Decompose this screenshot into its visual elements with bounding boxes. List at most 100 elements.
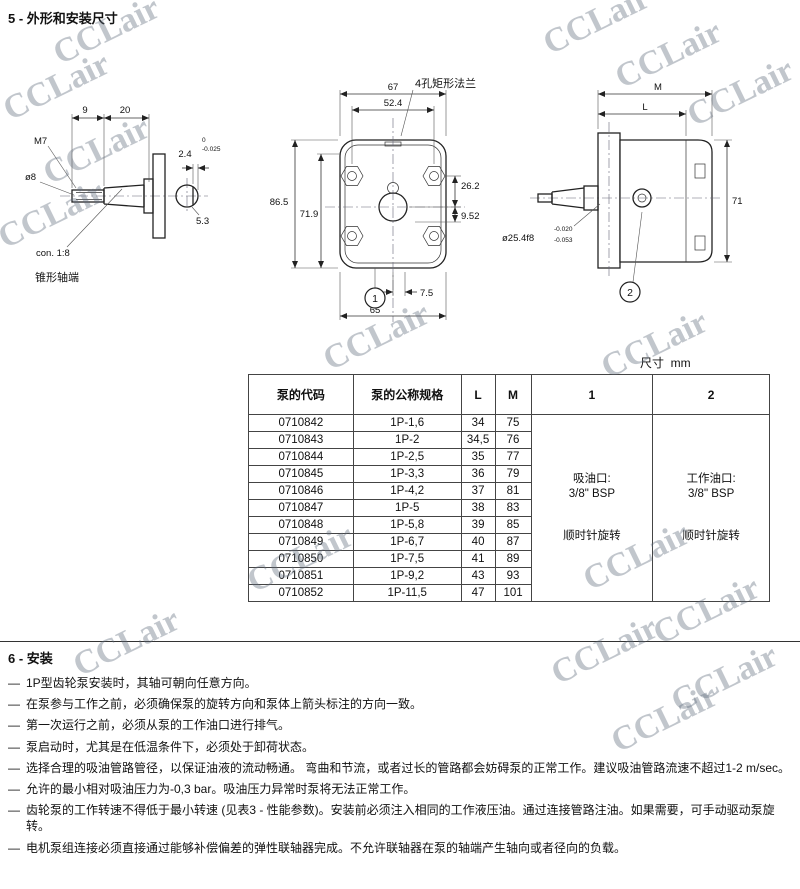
bullet-text: 允许的最小相对吸油压力为-0,3 bar。吸油压力异常时泵将无法正常工作。 bbox=[26, 781, 416, 796]
header-port-2: 2 bbox=[652, 374, 770, 415]
dim-9: 9 bbox=[82, 105, 87, 116]
table-cell: 37 bbox=[460, 482, 496, 500]
table-cell: 47 bbox=[460, 584, 496, 602]
table-cell: 101 bbox=[494, 584, 532, 602]
header-port-1: 1 bbox=[530, 374, 654, 415]
tol-upper: -0.020 bbox=[554, 226, 573, 233]
dim-65: 65 bbox=[370, 305, 381, 316]
label-rect-flange: 4孔矩形法兰 bbox=[415, 76, 476, 90]
balloon-1-label: 1 bbox=[372, 293, 378, 305]
table-cell: 75 bbox=[494, 414, 532, 432]
table-cell: 77 bbox=[494, 448, 532, 466]
list-item: — 齿轮泵的工作转速不得低于最小转速 (见表3 - 性能参数)。安装前必须注入相同… bbox=[8, 802, 794, 834]
table-cell: 0710846 bbox=[248, 482, 354, 500]
table-cell: 1P-4,2 bbox=[352, 482, 462, 500]
port-info-line: 吸油口: bbox=[573, 472, 611, 485]
drawing-flange-front: 67 52.4 4孔矩形法兰 86.5 71.9 26.2 9.52 7.5 bbox=[270, 76, 480, 322]
table-cell: 0710848 bbox=[248, 516, 354, 534]
label-cone: con. 1:8 bbox=[36, 248, 70, 259]
dim-2-4: 2.4 bbox=[178, 149, 191, 160]
table-cell: 0710845 bbox=[248, 465, 354, 483]
table-cell: 1P-5,8 bbox=[352, 516, 462, 534]
dim-71: 71 bbox=[732, 196, 743, 207]
bullet-dash: — bbox=[8, 697, 20, 712]
table-cell: 0710851 bbox=[248, 567, 354, 585]
list-item: — 允许的最小相对吸油压力为-0,3 bar。吸油压力异常时泵将无法正常工作。 bbox=[8, 781, 794, 797]
table-cell: 38 bbox=[460, 499, 496, 517]
table-cell: 76 bbox=[494, 431, 532, 449]
dim-71-9: 71.9 bbox=[300, 209, 319, 220]
balloon-1-circle bbox=[364, 287, 386, 309]
table-cell: 79 bbox=[494, 465, 532, 483]
dim-67: 67 bbox=[388, 82, 399, 93]
port-info-line: 3/8" BSP bbox=[687, 488, 735, 501]
table-cell: 89 bbox=[494, 550, 532, 568]
table-cell: 1P-9,2 bbox=[352, 567, 462, 585]
table-cell: 34 bbox=[460, 414, 496, 432]
bullet-dash: — bbox=[8, 803, 20, 818]
section-6-title: 6 - 安装 bbox=[8, 651, 53, 666]
table-cell: 0710843 bbox=[248, 431, 354, 449]
bullet-text: 第一次运行之前，必须从泵的工作油口进行排气。 bbox=[26, 718, 291, 733]
balloon-2-label: 2 bbox=[627, 287, 633, 299]
section-divider bbox=[0, 641, 800, 642]
port-info-line: 工作油口: bbox=[686, 472, 736, 485]
dim-86-5: 86.5 bbox=[270, 197, 289, 208]
dim-7-5: 7.5 bbox=[420, 288, 433, 299]
dim-m: M bbox=[654, 82, 662, 93]
bullet-text: 在泵参与工作之前，必须确保泵的旋转方向和泵体上箭头标注的方向一致。 bbox=[26, 697, 423, 712]
bullet-text: 齿轮泵的工作转速不得低于最小转速 (见表3 - 性能参数)。安装前必须注入相同的… bbox=[26, 803, 775, 834]
table-cell: 0710842 bbox=[248, 414, 354, 432]
table-cell: 1P-7,5 bbox=[352, 550, 462, 568]
table-cell: 0710844 bbox=[248, 448, 354, 466]
table-cell: 1P-3,3 bbox=[352, 465, 462, 483]
table-cell: 93 bbox=[494, 567, 532, 585]
dim-20: 20 bbox=[120, 105, 131, 116]
bullet-dash: — bbox=[8, 718, 20, 733]
tol-lower: -0.053 bbox=[554, 237, 573, 244]
label-d8: ø8 bbox=[25, 172, 36, 183]
dim-l: L bbox=[642, 102, 647, 113]
bullet-dash: — bbox=[8, 739, 20, 754]
caption-tapered-shaft: 锥形轴端 bbox=[35, 270, 79, 284]
bullet-text: 选择合理的吸油管路管径，以保证油液的流动畅通。 弯曲和节流，或者过长的管路都会妨… bbox=[26, 760, 791, 775]
bullet-dash: — bbox=[8, 760, 20, 775]
port-info-line: 3/8" BSP bbox=[568, 488, 616, 501]
table-cell: 39 bbox=[460, 516, 496, 534]
bullet-text: 电机泵组连接必须直接通过能够补偿偏差的弹性联轴器完成。不允许联轴器在泵的轴端产生… bbox=[26, 840, 627, 855]
balloon-2-circle bbox=[619, 281, 641, 303]
bullet-dash: — bbox=[8, 676, 20, 690]
table-cell: 36 bbox=[460, 465, 496, 483]
table-cell: 1P-11,5 bbox=[352, 584, 462, 602]
installation-notes: — 1P型齿轮泵安装时，其轴可朝向任意方向。 — 在泵参与工作之前，必须确保泵的旋转… bbox=[8, 675, 794, 856]
port-info-line: 顺时针旋转 bbox=[563, 529, 621, 542]
bullet-text: 1P型齿轮泵安装时，其轴可朝向任意方向。 bbox=[26, 676, 257, 690]
table-cell: 1P-5 bbox=[352, 499, 462, 517]
list-item: — 在泵参与工作之前，必须确保泵的旋转方向和泵体上箭头标注的方向一致。 bbox=[8, 696, 794, 712]
dim-52-4: 52.4 bbox=[384, 98, 403, 109]
section-5-title: 5 - 外形和安装尺寸 bbox=[8, 11, 118, 26]
list-item: — 选择合理的吸油管路管径，以保证油液的流动畅通。 弯曲和节流，或者过长的管路都会… bbox=[8, 760, 794, 776]
watermark: CCLair bbox=[537, 0, 656, 63]
label-m7: M7 bbox=[34, 136, 47, 147]
list-item: — 第一次运行之前，必须从泵的工作油口进行排气。 bbox=[8, 717, 794, 733]
label-d25-4: ø25.4f8 bbox=[502, 233, 534, 244]
dim-5-3: 5.3 bbox=[196, 216, 209, 227]
drawing-shaft-end: 9 20 M7 ø8 2.4 0 -0.025 5.3 con. 1:8 锥形轴… bbox=[25, 105, 221, 284]
dim-9-52: 9.52 bbox=[461, 211, 480, 222]
table-cell: 34,5 bbox=[460, 431, 496, 449]
bullet-dash: — bbox=[8, 781, 20, 796]
table-cell: 0710849 bbox=[248, 533, 354, 551]
table-cell: 1P-1,6 bbox=[352, 414, 462, 432]
units-label: 尺寸 mm bbox=[640, 356, 691, 370]
table-cell: 40 bbox=[460, 533, 496, 551]
